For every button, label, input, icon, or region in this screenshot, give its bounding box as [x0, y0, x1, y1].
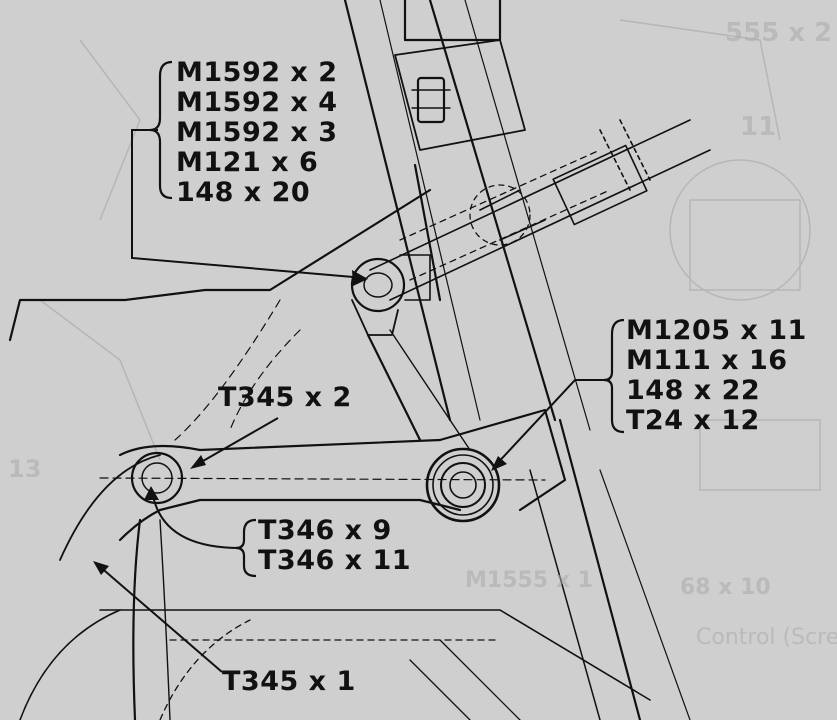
- background-ghost-drawing: [39, 19, 821, 491]
- callout-item: M121 x 6: [176, 147, 319, 178]
- callout-item: M1592 x 4: [176, 87, 338, 118]
- leader-lines: [97, 129, 610, 673]
- callout-group-upper-left: M1592 x 2 M1592 x 4 M1592 x 3 M121 x 6 1…: [176, 58, 338, 208]
- main-linkage: [8, 0, 711, 720]
- callout-item: 148 x 20: [176, 177, 311, 208]
- callout-item: M111 x 16: [626, 345, 788, 376]
- bg-text-control: Control (Screen): [696, 625, 837, 650]
- callout-item: M1592 x 3: [176, 117, 338, 148]
- callout-item: M1592 x 2: [176, 57, 338, 88]
- bg-text-bottom-left: 68 x 10: [680, 575, 771, 600]
- bg-text-top-right: 555 x 2: [725, 18, 833, 48]
- callout-item: T346 x 11: [258, 545, 412, 576]
- callout-t345-x1: T345 x 1: [222, 666, 356, 697]
- bg-text-right-mid: 11: [740, 112, 777, 142]
- callout-item: 148 x 22: [626, 375, 761, 406]
- bg-text-lower-right: M1555 x 1: [465, 568, 593, 593]
- callout-group-lower: T346 x 9 T346 x 11: [258, 516, 411, 576]
- callout-item: T346 x 9: [258, 515, 392, 546]
- braces: [149, 60, 625, 578]
- callout-item: M1205 x 11: [626, 315, 807, 346]
- callout-group-right: M1205 x 11 M111 x 16 148 x 22 T24 x 12: [626, 316, 807, 436]
- arrow-heads: [93, 270, 507, 575]
- callout-item: T24 x 12: [626, 405, 760, 436]
- bg-text-left-mid: 13: [8, 455, 42, 483]
- callout-t345-x2: T345 x 2: [218, 382, 352, 413]
